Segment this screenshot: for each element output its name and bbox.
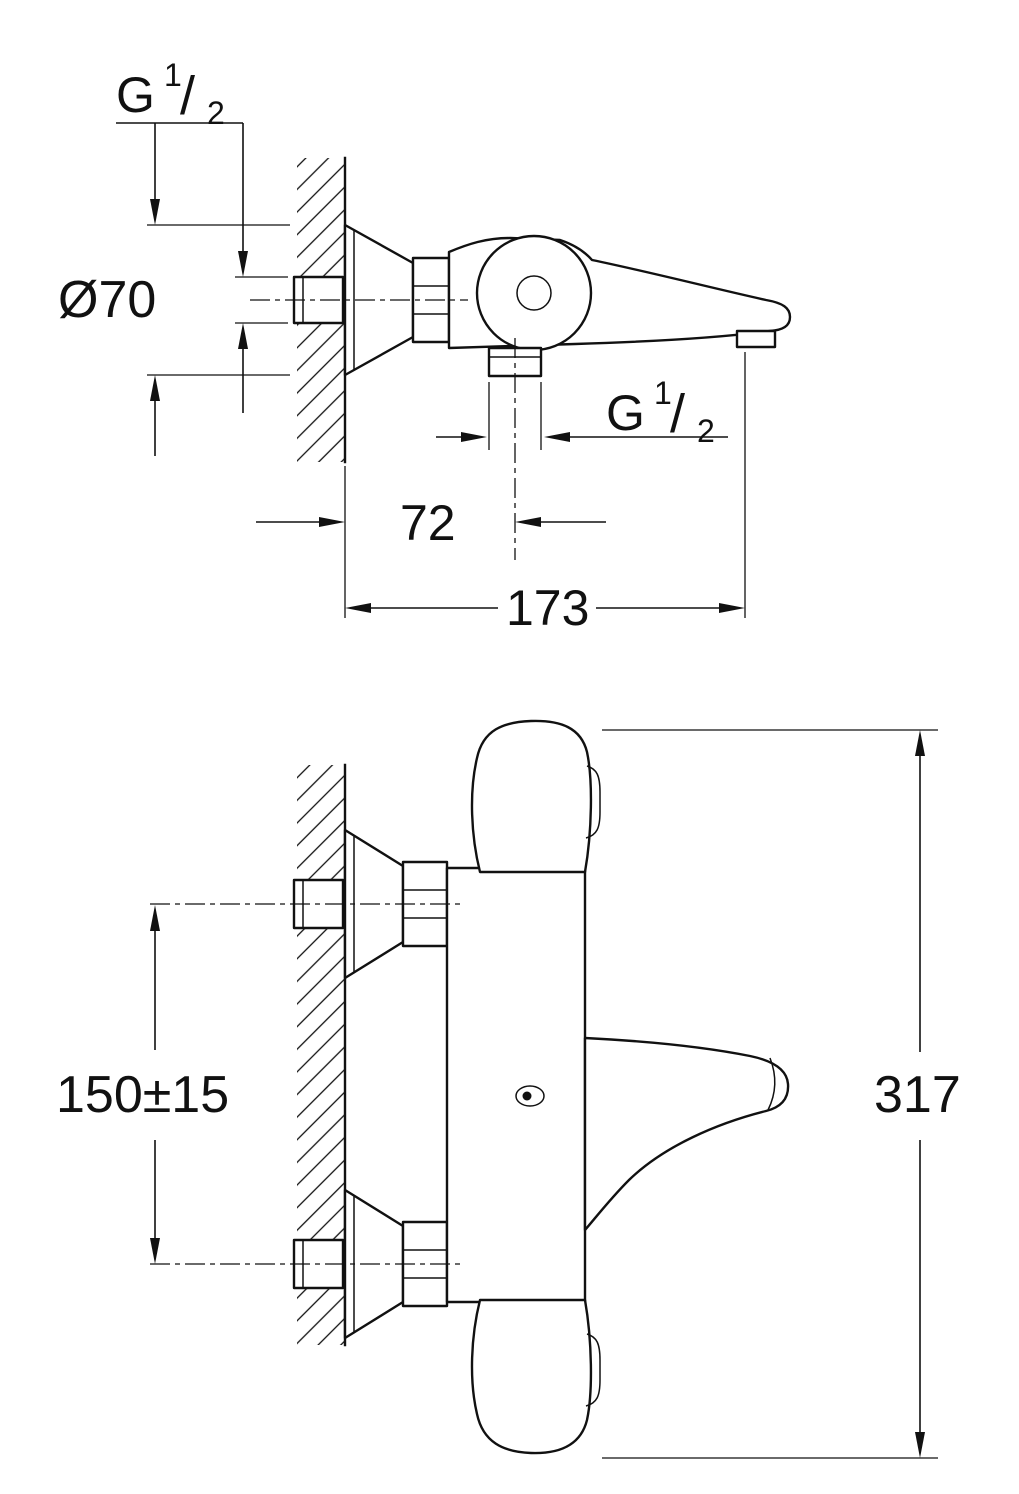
thread-numerator: 1 bbox=[164, 57, 182, 93]
dim-outlet-offset bbox=[256, 466, 606, 618]
thread-slash: / bbox=[670, 384, 685, 444]
thread-letter: G bbox=[606, 385, 645, 441]
front-view-elevation: 150±15 317 bbox=[56, 719, 961, 1459]
arrow-right-icon bbox=[719, 603, 745, 613]
label-outlet-offset: 72 bbox=[400, 495, 456, 551]
thread-slash: / bbox=[180, 66, 195, 126]
dim-overall-height bbox=[602, 729, 938, 1459]
bottom-handle-body bbox=[470, 1298, 593, 1455]
arrow-left-icon bbox=[544, 432, 570, 442]
label-outlet-thread: G 1 / 2 bbox=[606, 375, 715, 449]
dim-spout-projection bbox=[345, 352, 746, 618]
dim-connection-distance bbox=[150, 905, 160, 1264]
label-connection-distance: 150±15 bbox=[56, 1066, 229, 1124]
spout-outlet bbox=[735, 329, 777, 349]
arrow-up-icon bbox=[150, 375, 160, 401]
arrow-right-icon bbox=[319, 517, 345, 527]
label-overall-height: 317 bbox=[874, 1066, 961, 1124]
bottom-handle-grip bbox=[585, 1333, 601, 1407]
logo-outline bbox=[515, 1085, 545, 1107]
escutcheon-side bbox=[343, 223, 415, 377]
label-escutcheon-diameter: Ø70 bbox=[58, 271, 156, 329]
dim-escutcheon-diameter bbox=[147, 123, 290, 456]
arrow-up-icon bbox=[238, 323, 248, 349]
arrow-down-icon bbox=[238, 251, 248, 277]
label-wall-thread: G 1 / 2 bbox=[116, 57, 225, 131]
top-handle-grip bbox=[585, 765, 601, 839]
thread-letter: G bbox=[116, 67, 155, 123]
logo-dot bbox=[522, 1091, 532, 1101]
bottom-handle bbox=[470, 1298, 601, 1455]
arrow-up-icon bbox=[150, 905, 160, 931]
arrow-left-icon bbox=[515, 517, 541, 527]
arrow-up-icon bbox=[915, 730, 925, 756]
dim-wall-thread bbox=[116, 122, 288, 413]
dim-outlet-thread bbox=[436, 382, 728, 450]
arrow-right-icon bbox=[461, 432, 487, 442]
spout-tip-line bbox=[767, 1057, 776, 1111]
spout-front bbox=[583, 1036, 790, 1232]
thread-numerator: 1 bbox=[654, 375, 672, 411]
thread-denominator: 2 bbox=[207, 95, 225, 131]
faucet-body-front bbox=[445, 866, 587, 1304]
label-spout-projection: 173 bbox=[506, 580, 589, 636]
logo-mark bbox=[515, 1085, 545, 1107]
top-view-side-elevation: G 1 / 2 Ø70 G 1 / 2 72 173 bbox=[58, 57, 792, 636]
arrow-left-icon bbox=[345, 603, 371, 613]
thermostat-knob bbox=[475, 234, 593, 352]
top-handle-body bbox=[470, 719, 593, 874]
arrow-down-icon bbox=[150, 1238, 160, 1264]
knob-button bbox=[516, 275, 552, 311]
thread-denominator: 2 bbox=[697, 413, 715, 449]
arrow-down-icon bbox=[915, 1432, 925, 1458]
arrow-down-icon bbox=[150, 199, 160, 225]
top-handle bbox=[470, 719, 601, 874]
